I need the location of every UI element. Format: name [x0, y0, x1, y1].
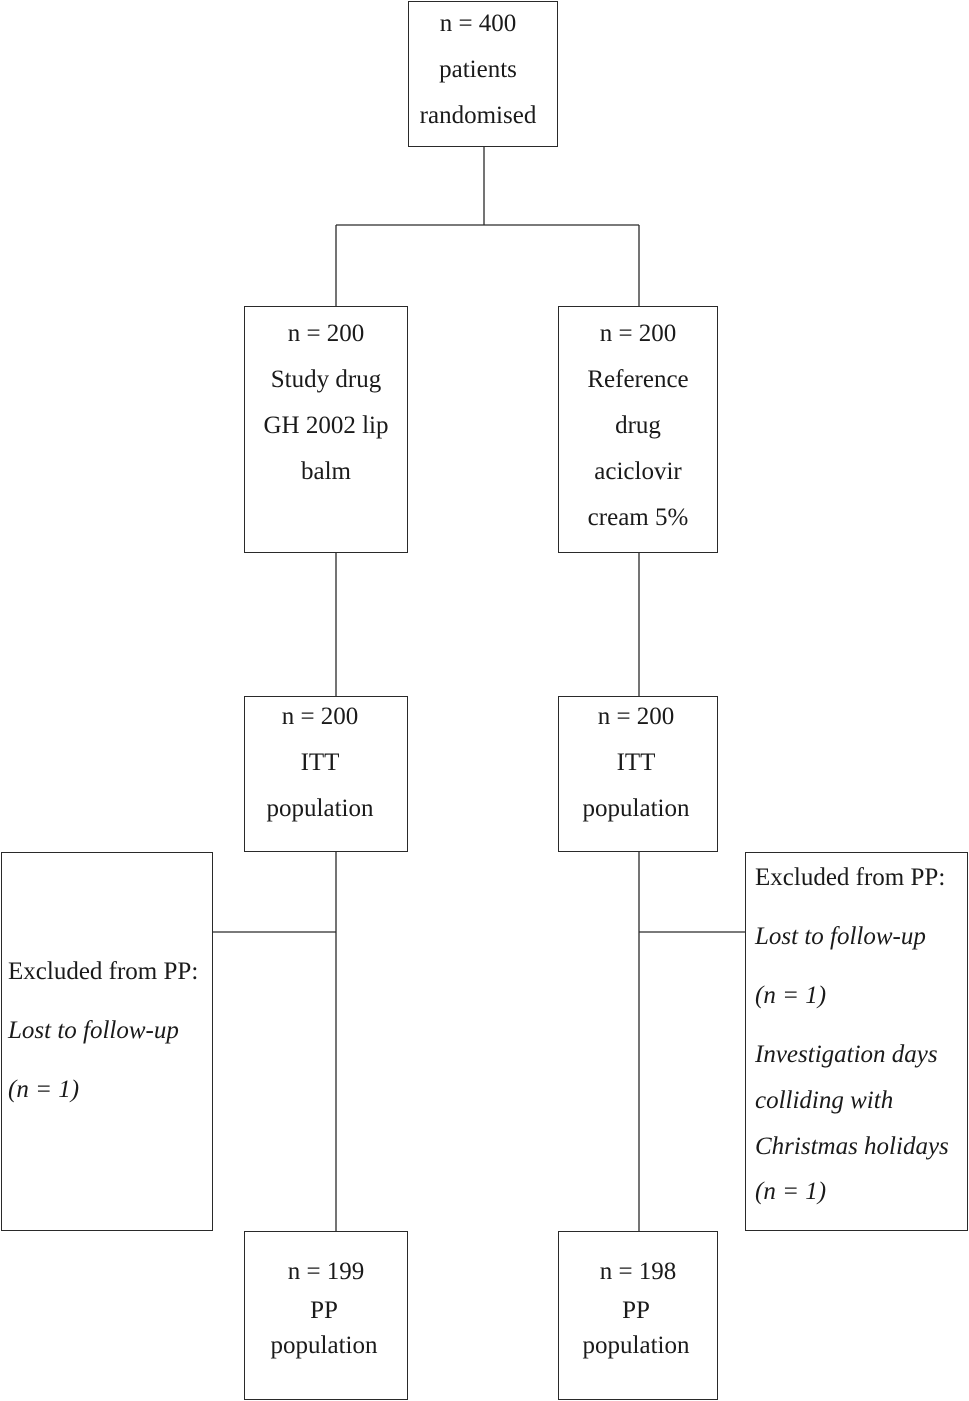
excluded-left-title: Excluded from PP:	[8, 958, 199, 985]
study-drug-label-line3: balm	[301, 458, 351, 485]
excluded-right-count2: (n = 1)	[755, 1178, 827, 1205]
study-drug-box	[244, 306, 408, 553]
randomised-count: n = 400	[439, 10, 517, 37]
itt-left-label-line1: ITT	[300, 749, 340, 776]
itt-right-box	[558, 696, 718, 852]
pp-left-label-line1: PP	[310, 1297, 338, 1324]
reference-drug-box	[558, 306, 718, 553]
reference-drug-label-line2: drug	[615, 412, 661, 439]
excluded-right-reason1: Lost to follow-up	[755, 923, 926, 950]
itt-right-label-line1: ITT	[616, 749, 656, 776]
study-drug-count: n = 200	[287, 320, 365, 347]
itt-right-count: n = 200	[597, 703, 675, 730]
study-drug-label-line2: GH 2002 lip	[263, 412, 389, 439]
pp-right-label-line2: population	[582, 1332, 690, 1359]
pp-right-box	[558, 1231, 718, 1400]
itt-left-label-line2: population	[266, 795, 374, 822]
itt-left-count: n = 200	[281, 703, 359, 730]
reference-drug-label-line1: Reference	[587, 366, 689, 393]
itt-left-box	[244, 696, 408, 852]
excluded-left-count: (n = 1)	[8, 1076, 80, 1103]
excluded-right-title: Excluded from PP:	[755, 864, 946, 891]
randomised-label-line1: patients	[439, 56, 517, 83]
reference-drug-label-line4: cream 5%	[587, 504, 689, 531]
excluded-right-count1: (n = 1)	[755, 982, 827, 1009]
excluded-right-box	[745, 852, 968, 1231]
itt-right-label-line2: population	[582, 795, 690, 822]
pp-left-count: n = 199	[287, 1258, 365, 1285]
reference-drug-count: n = 200	[599, 320, 677, 347]
excluded-right-reason2-line1: Investigation days	[755, 1041, 938, 1068]
pp-right-label-line1: PP	[622, 1297, 650, 1324]
pp-left-label-line2: population	[270, 1332, 378, 1359]
reference-drug-label-line3: aciclovir	[594, 458, 682, 485]
study-drug-label-line1: Study drug	[270, 366, 382, 393]
excluded-right-reason2-line2: colliding with	[755, 1087, 894, 1114]
pp-right-count: n = 198	[599, 1258, 677, 1285]
excluded-left-box	[1, 852, 213, 1231]
excluded-right-reason2-line3: Christmas holidays	[755, 1133, 949, 1160]
excluded-left-reason: Lost to follow-up	[8, 1017, 179, 1044]
randomised-box	[408, 1, 558, 147]
randomised-label-line2: randomised	[419, 102, 537, 129]
pp-left-box	[244, 1231, 408, 1400]
